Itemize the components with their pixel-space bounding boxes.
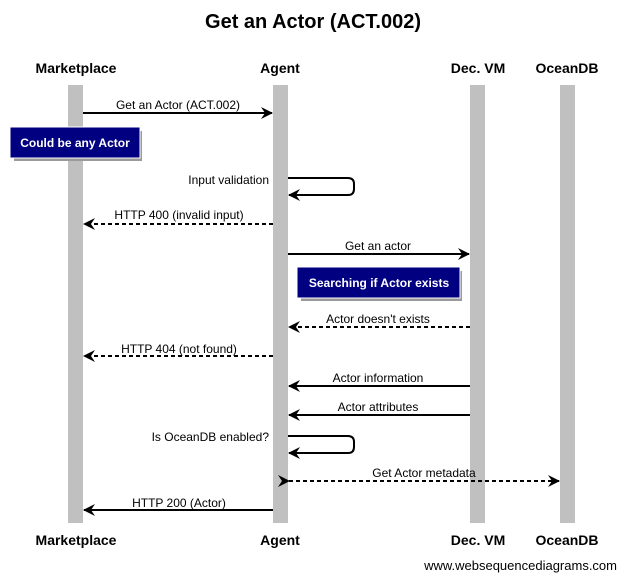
participant-agent-top: Agent xyxy=(260,60,300,76)
note-searching xyxy=(296,266,461,299)
msg-get-an-actor-label: Get an actor xyxy=(345,239,411,253)
lifeline-oceandb xyxy=(560,85,575,523)
watermark: www.websequencediagrams.com xyxy=(423,558,617,573)
participant-oceandb-bottom: OceanDB xyxy=(535,532,598,548)
participant-agent-bottom: Agent xyxy=(260,532,300,548)
participant-oceandb-top: OceanDB xyxy=(535,60,598,76)
note-searching-text: Searching if Actor exists xyxy=(309,276,450,290)
lifeline-dec-vm xyxy=(470,85,485,523)
participant-dec-vm-bottom: Dec. VM xyxy=(451,532,505,548)
msg-http-400-label: HTTP 400 (invalid input) xyxy=(114,208,243,222)
msg-get-actor-request-label: Get an Actor (ACT.002) xyxy=(116,98,240,112)
msg-http-404-label: HTTP 404 (not found) xyxy=(121,342,237,356)
msg-actor-information-label: Actor information xyxy=(333,371,424,385)
lifeline-marketplace xyxy=(68,85,83,523)
participant-marketplace-bottom: Marketplace xyxy=(36,532,117,548)
msg-http-200-label: HTTP 200 (Actor) xyxy=(132,496,226,510)
diagram-title: Get an Actor (ACT.002) xyxy=(205,11,421,33)
msg-input-validation-label: Input validation xyxy=(188,173,269,187)
lifeline-agent xyxy=(273,85,288,523)
msg-actor-attributes-label: Actor attributes xyxy=(338,400,419,414)
msg-actor-not-exists-label: Actor doesn't exists xyxy=(326,312,430,326)
msg-get-actor-metadata-label: Get Actor metadata xyxy=(372,466,476,480)
msg-oceandb-enabled-arrow xyxy=(288,435,355,459)
note-any-actor xyxy=(9,126,141,159)
note-any-actor-text: Could be any Actor xyxy=(20,136,130,150)
msg-input-validation-arrow xyxy=(288,177,355,201)
participant-dec-vm-top: Dec. VM xyxy=(451,60,505,76)
participant-marketplace-top: Marketplace xyxy=(36,60,117,76)
msg-oceandb-enabled-label: Is OceanDB enabled? xyxy=(152,430,270,444)
